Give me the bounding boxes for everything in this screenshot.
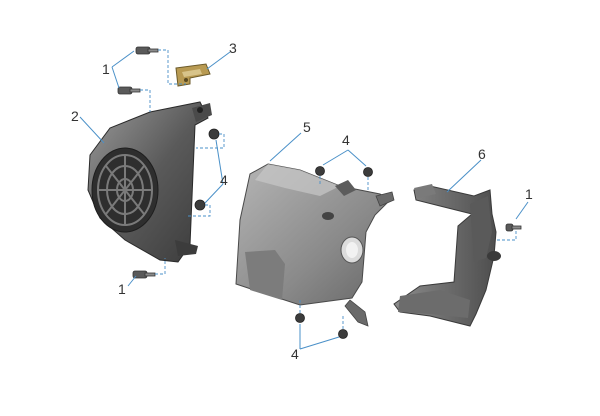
bolt-top-1 xyxy=(135,46,159,55)
bolt-parts xyxy=(117,46,522,279)
fan-shroud-part xyxy=(87,101,212,263)
bolt-bottom xyxy=(132,270,156,279)
callout-5: 5 xyxy=(303,119,311,135)
callout-4-left: 4 xyxy=(220,172,228,188)
nut-cover-bottom-1 xyxy=(295,313,305,323)
callout-6: 6 xyxy=(478,146,486,162)
leader-lines xyxy=(79,50,529,350)
nut-cover-bottom-2 xyxy=(338,329,348,339)
callout-2: 2 xyxy=(71,108,79,124)
callout-1-right: 1 xyxy=(525,186,533,202)
nut-left-bottom xyxy=(194,199,206,211)
clip-bracket-part xyxy=(175,63,211,87)
nut-cover-top-1 xyxy=(315,166,325,176)
fan-grille xyxy=(97,154,153,226)
nut-left-top xyxy=(208,128,220,140)
bolt-top-2 xyxy=(117,86,141,95)
callout-4-top: 4 xyxy=(342,132,350,148)
callout-1-bottom: 1 xyxy=(118,281,126,297)
belt-cover-part xyxy=(235,163,395,327)
callout-labels: 1 3 2 4 5 4 6 1 1 4 xyxy=(71,40,533,362)
callout-4-bottom: 4 xyxy=(291,346,299,362)
assembly-lines xyxy=(140,49,517,329)
callout-1-top: 1 xyxy=(102,61,110,77)
bolt-right xyxy=(505,223,522,232)
rear-bracket-part xyxy=(393,184,501,327)
callout-3: 3 xyxy=(229,40,237,56)
nut-cover-top-2 xyxy=(363,167,373,177)
